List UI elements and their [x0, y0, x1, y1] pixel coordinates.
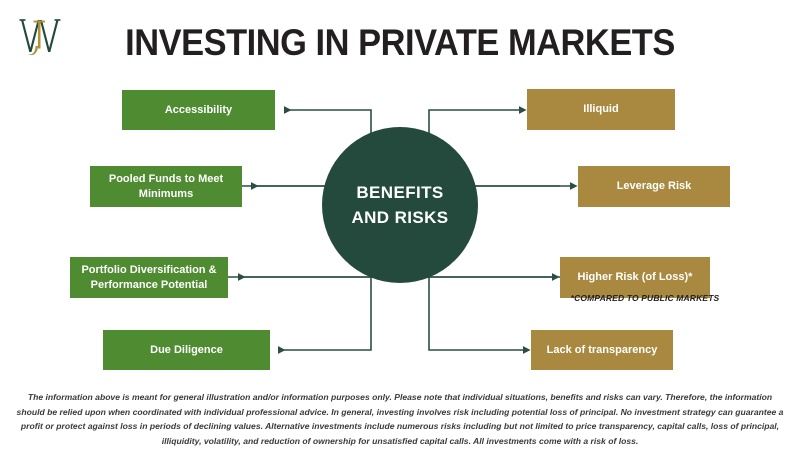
benefit-box-accessibility[interactable]: Accessibility — [122, 90, 275, 130]
risk-label: Higher Risk (of Loss)* — [577, 271, 693, 283]
risk-box-illiquid[interactable]: Illiquid — [527, 89, 675, 130]
center-hub: BENEFITS AND RISKS — [322, 127, 478, 283]
risk-box-higher-risk[interactable]: Higher Risk (of Loss)* — [560, 257, 710, 298]
risk-label: Leverage Risk — [616, 180, 692, 192]
center-hub-line2: AND RISKS — [351, 208, 449, 227]
disclaimer-text: The information above is meant for gener… — [16, 392, 784, 446]
risk-label: Lack of transparency — [546, 343, 658, 356]
benefit-label: Pooled Funds to Meet Minimums — [108, 172, 224, 200]
benefit-label: Accessibility — [164, 103, 233, 116]
connector-lack-of-transparency — [428, 248, 531, 354]
benefit-box-pooled-funds[interactable]: Pooled Funds to Meet Minimums — [90, 166, 242, 207]
benefit-box-portfolio-diversification[interactable]: Portfolio Diversification & Performance … — [70, 257, 228, 298]
benefit-label: Portfolio Diversification & Performance … — [81, 263, 217, 291]
risk-box-lack-of-transparency[interactable]: Lack of transparency — [531, 330, 673, 370]
benefit-box-due-diligence[interactable]: Due Diligence — [103, 330, 270, 370]
higher-risk-footnote: *COMPARED TO PUBLIC MARKETS — [570, 293, 720, 303]
wj-monogram-logo — [19, 19, 61, 56]
risk-label: Illiquid — [583, 103, 619, 115]
center-hub-line1: BENEFITS — [356, 183, 444, 202]
benefit-label: Due Diligence — [150, 343, 223, 356]
connector-due-diligence — [278, 248, 372, 354]
risk-box-leverage-risk[interactable]: Leverage Risk — [578, 166, 730, 207]
page-title: INVESTING IN PRIVATE MARKETS — [125, 22, 675, 63]
